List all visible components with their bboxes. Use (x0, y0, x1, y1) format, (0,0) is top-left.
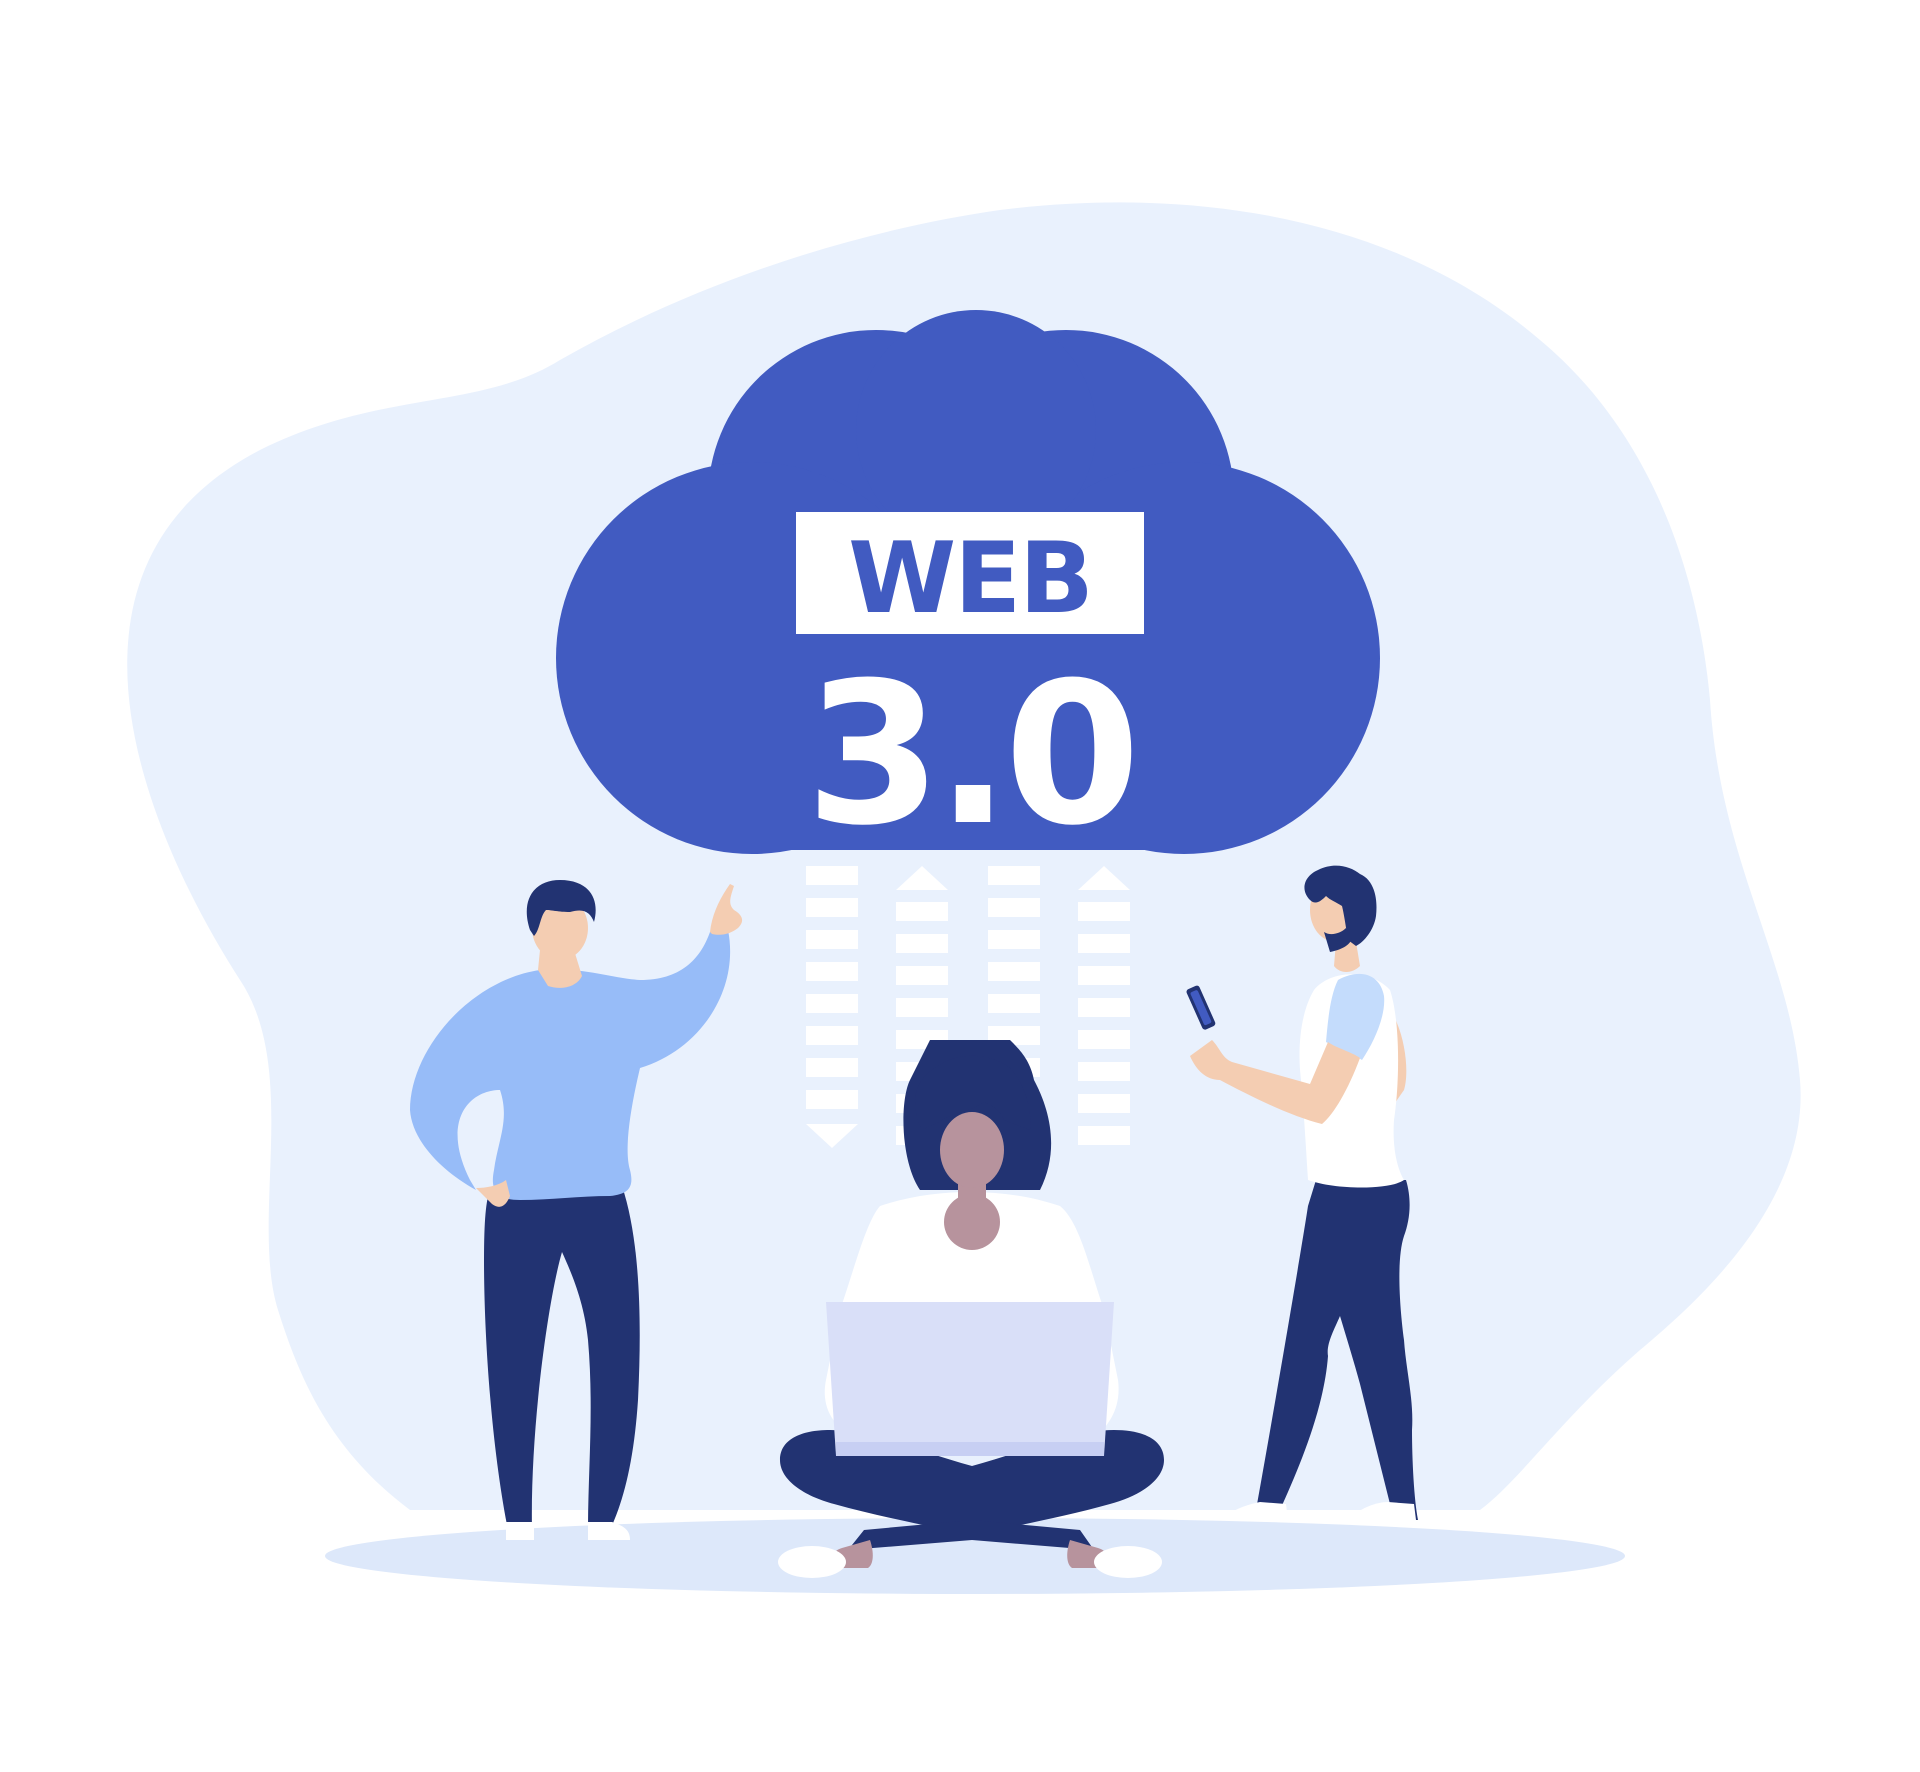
web-badge (796, 512, 1144, 634)
version-label: 3.0 (805, 641, 1134, 869)
ground-shadow (325, 1518, 1625, 1594)
laptop-icon (826, 1302, 1114, 1456)
smartphone-icon (1186, 985, 1216, 1030)
download-arrow-icon (806, 866, 858, 1148)
upload-arrow-icon (1078, 866, 1130, 1145)
woman-with-laptop (778, 1040, 1164, 1578)
man-with-phone (1186, 865, 1418, 1520)
man-pointing (410, 880, 743, 1540)
web-label: WEB (848, 522, 1092, 636)
